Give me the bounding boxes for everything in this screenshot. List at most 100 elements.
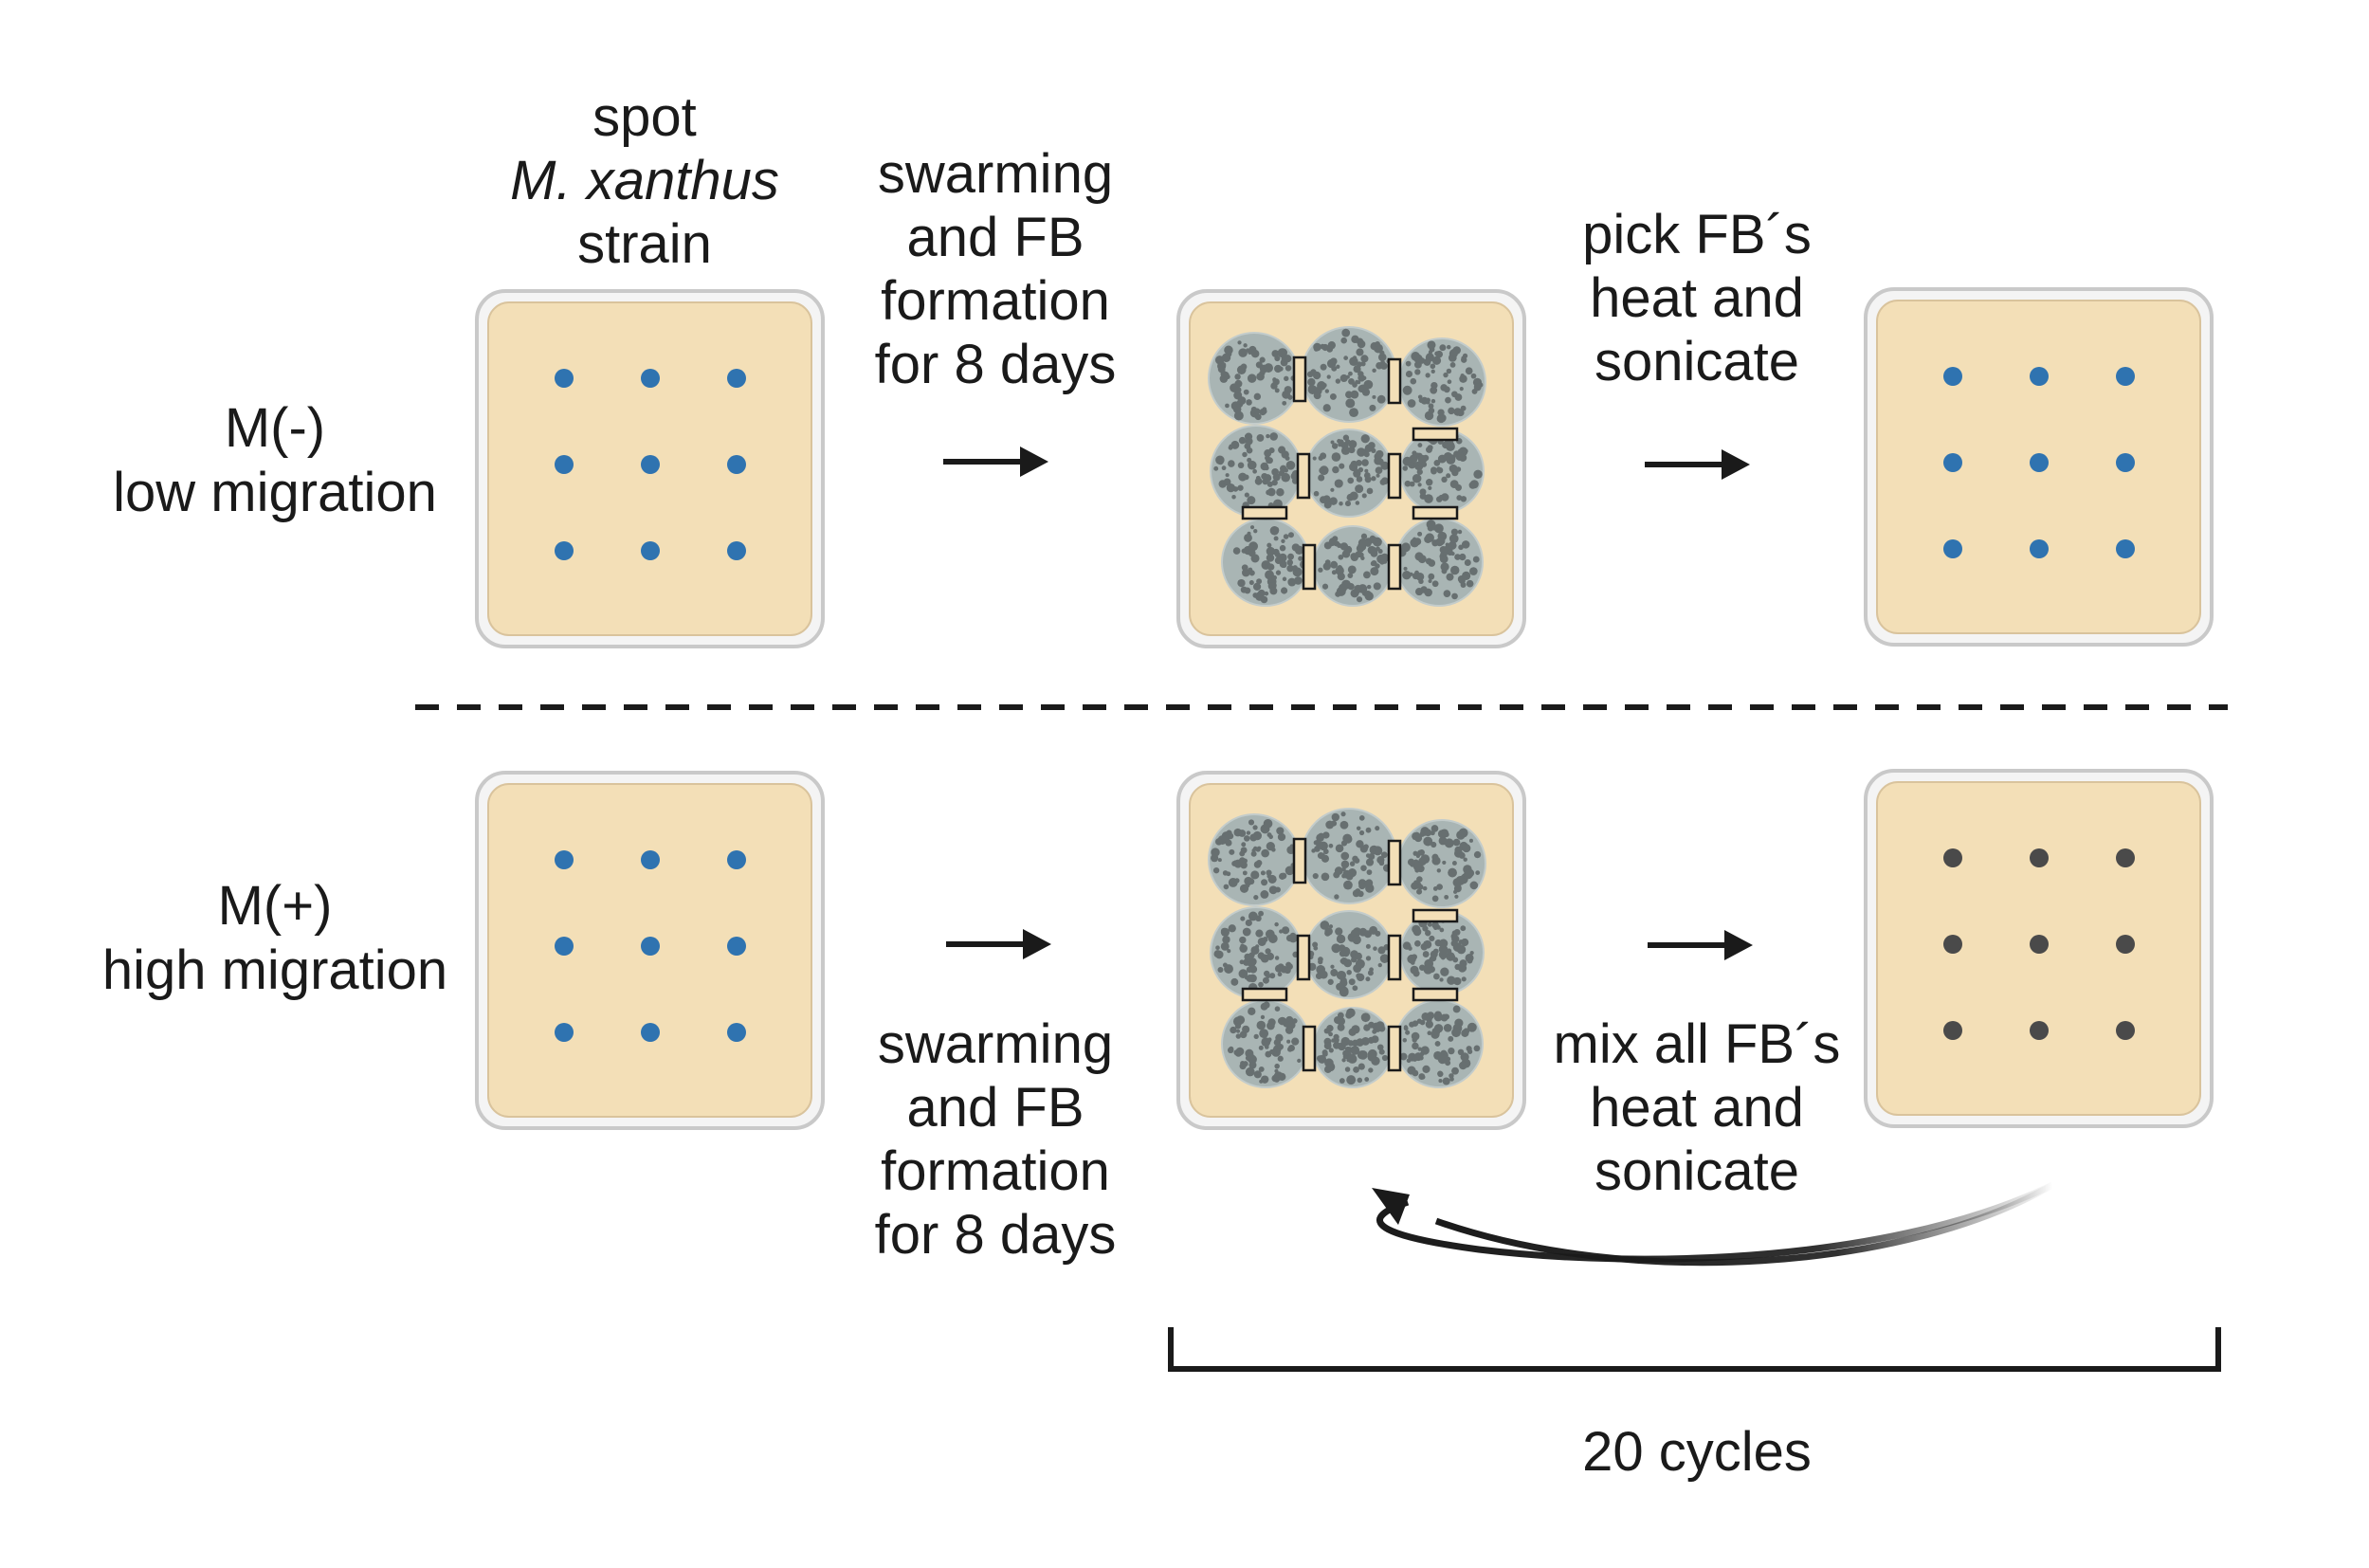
fruiting-body-speck: [1365, 943, 1371, 949]
fruiting-body-speck: [1425, 373, 1431, 378]
fruiting-body-speck: [1335, 591, 1341, 597]
fruiting-body-speck: [1271, 479, 1278, 486]
fruiting-body-speck: [1282, 926, 1290, 935]
fruiting-body-speck: [1468, 838, 1473, 843]
picked-fb-marker: [1302, 543, 1317, 591]
fruiting-body-speck: [1239, 850, 1246, 857]
fruiting-body-speck: [1286, 564, 1294, 573]
fruiting-body-speck: [1246, 966, 1253, 974]
fruiting-body-speck: [1225, 403, 1230, 409]
fruiting-body-speck: [1242, 451, 1248, 458]
fruiting-body-speck: [1431, 381, 1438, 390]
fruiting-body-speck: [1473, 383, 1482, 392]
fruiting-body-speck: [1450, 565, 1460, 575]
spot-dot: [1943, 848, 1962, 867]
fruiting-body-speck: [1422, 885, 1428, 891]
fruiting-body-speck: [1460, 1052, 1469, 1062]
picked-fb-marker: [1412, 427, 1459, 442]
fruiting-body-speck: [1461, 356, 1467, 361]
fruiting-body-speck: [1454, 554, 1461, 560]
fruiting-body-speck: [1354, 584, 1362, 593]
fruiting-body-speck: [1419, 488, 1427, 496]
fruiting-body-speck: [1437, 1070, 1443, 1077]
spot-dot: [727, 541, 746, 560]
fruiting-body-speck: [1273, 536, 1279, 541]
fruiting-body-speck: [1439, 555, 1449, 564]
step-label-mix: mix all FB´s heat and sonicate: [1507, 1012, 1886, 1203]
fruiting-body-speck: [1256, 578, 1263, 585]
fruiting-body-speck: [1334, 894, 1339, 900]
fruiting-body-speck: [1248, 1061, 1257, 1069]
spot-dot: [555, 850, 574, 869]
fruiting-body-speck: [1276, 488, 1285, 497]
fruiting-body-speck: [1248, 911, 1258, 921]
fruiting-body-speck: [1230, 1026, 1237, 1034]
fruiting-body-speck: [1415, 452, 1420, 457]
fruiting-body-speck: [1438, 494, 1445, 501]
fruiting-body-speck: [1343, 880, 1353, 890]
fruiting-body-speck: [1431, 825, 1439, 832]
fruiting-body-speck: [1266, 869, 1272, 876]
fruiting-body-speck: [1431, 856, 1441, 866]
fruiting-body-speck: [1243, 835, 1250, 842]
fruiting-body-speck: [1261, 879, 1268, 886]
fruiting-body-speck: [1348, 371, 1353, 376]
fruiting-body-speck: [1277, 1055, 1284, 1062]
fruiting-body-speck: [1407, 399, 1416, 408]
fruiting-body-speck: [1226, 483, 1236, 493]
fruiting-body-speck: [1346, 1075, 1357, 1085]
fruiting-body-speck: [1335, 378, 1341, 384]
fruiting-body-speck: [1239, 944, 1248, 953]
fruiting-body-speck: [1440, 1013, 1449, 1022]
spot-dot: [727, 937, 746, 956]
fruiting-body-speck: [1320, 496, 1327, 504]
fruiting-body-speck: [1245, 919, 1252, 927]
fruiting-body-speck: [1233, 410, 1244, 421]
spot-dot: [555, 937, 574, 956]
fruiting-body-speck: [1371, 476, 1376, 482]
fruiting-body-speck: [1460, 405, 1467, 411]
fruiting-body-speck: [1267, 457, 1273, 465]
fruiting-body-speck: [1341, 873, 1347, 879]
fruiting-body-speck: [1345, 872, 1354, 881]
fruiting-body-speck: [1407, 954, 1416, 964]
fruiting-body-speck: [1366, 584, 1372, 590]
fruiting-body-speck: [1417, 394, 1423, 400]
fruiting-body-speck: [1318, 567, 1323, 573]
fruiting-body-speck: [1403, 1026, 1409, 1031]
fruiting-body-speck: [1339, 820, 1349, 830]
fruiting-body-speck: [1336, 364, 1340, 369]
fruiting-body-speck: [1421, 1012, 1431, 1021]
fruiting-body-speck: [1446, 473, 1451, 479]
fruiting-body-speck: [1470, 373, 1477, 379]
fruiting-body-speck: [1378, 860, 1385, 866]
fruiting-body-speck: [1347, 477, 1355, 484]
spot-dot: [2116, 539, 2135, 558]
fruiting-body-speck: [1423, 358, 1431, 366]
fruiting-body-speck: [1338, 944, 1346, 952]
fruiting-body-speck: [1265, 1050, 1272, 1058]
fruiting-body-speck: [1419, 831, 1426, 837]
fruiting-body-speck: [1372, 394, 1376, 399]
fruiting-body-speck: [1248, 580, 1254, 586]
fruiting-body-speck: [1421, 461, 1428, 467]
spot-dot: [2030, 848, 2049, 867]
spot-dot: [555, 369, 574, 388]
fruiting-body-speck: [1368, 1021, 1375, 1029]
fruiting-body-speck: [1236, 1029, 1241, 1033]
step-label-pick: pick FB´s heat and sonicate: [1536, 203, 1858, 393]
fruiting-body-speck: [1467, 957, 1473, 964]
fruiting-body-speck: [1312, 872, 1319, 880]
fruiting-body-speck: [1235, 1015, 1246, 1025]
fruiting-body-speck: [1351, 335, 1359, 344]
fruiting-body-speck: [1243, 474, 1249, 481]
fruiting-body-speck: [1235, 1033, 1242, 1039]
fruiting-body-speck: [1237, 578, 1246, 588]
step-mix-line2: heat and: [1590, 1077, 1804, 1139]
fruiting-body-speck: [1266, 554, 1275, 562]
fruiting-body-speck: [1345, 398, 1356, 409]
step-swarm-top-line3: formation: [881, 270, 1110, 332]
fruiting-body-speck: [1413, 831, 1420, 838]
fruiting-body-speck: [1371, 560, 1377, 567]
